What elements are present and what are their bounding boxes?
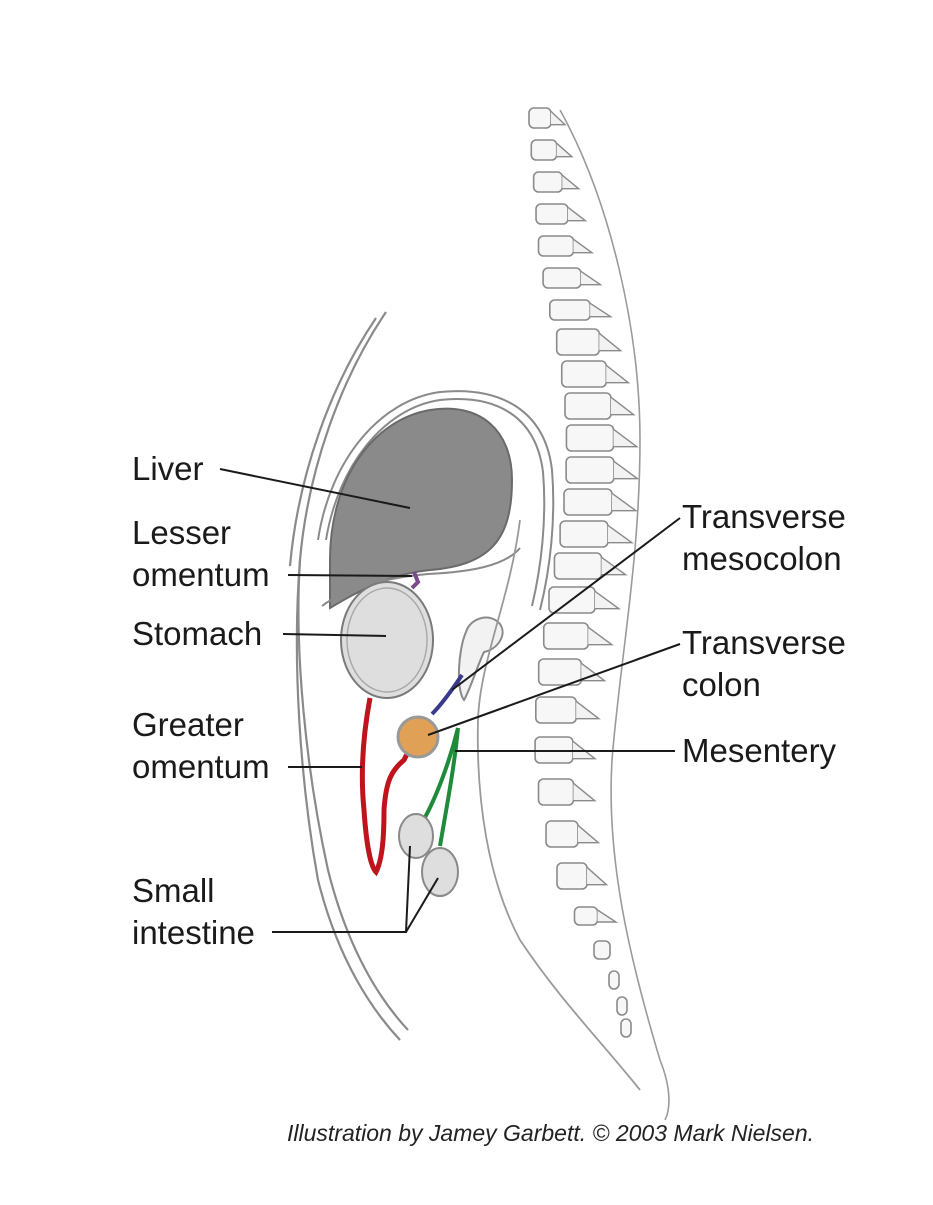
posterior-wall xyxy=(476,519,641,1091)
back-contour xyxy=(559,109,670,1121)
spinous-process xyxy=(605,364,631,384)
spinous-process xyxy=(573,782,597,802)
label-liver: Liver xyxy=(132,448,204,490)
leader-liver xyxy=(219,468,411,509)
label-transverse-mesocolon-line2: mesocolon xyxy=(682,540,842,577)
vertebra xyxy=(549,299,591,321)
spinous-process xyxy=(601,556,628,576)
spinous-process xyxy=(567,206,588,222)
spinous-process xyxy=(556,142,574,158)
leader-transverse-colon xyxy=(427,643,681,736)
abdominal-wall xyxy=(288,311,409,1041)
leader-lesser-omentum xyxy=(287,574,413,577)
vertebra xyxy=(573,906,599,926)
small-intestine-loop-1 xyxy=(398,813,434,859)
label-lesser-omentum-line1: Lesser xyxy=(132,514,232,551)
vertebra xyxy=(593,940,611,960)
spinous-process xyxy=(587,626,614,646)
vertebra xyxy=(556,862,588,890)
spinous-process xyxy=(580,662,607,682)
vertebra xyxy=(559,520,609,548)
label-greater-omentum-line2: omentum xyxy=(132,748,270,785)
label-small-intestine-line2: intestine xyxy=(132,914,255,951)
liver-shape xyxy=(329,407,514,610)
leader-lines xyxy=(219,468,681,933)
leader-small-intestine xyxy=(272,845,411,933)
vertebra xyxy=(545,820,579,848)
illustration-credit: Illustration by Jamey Garbett. © 2003 Ma… xyxy=(287,1120,815,1146)
transverse-mesocolon-shape xyxy=(430,673,464,716)
vertebra xyxy=(530,139,558,161)
label-transverse-mesocolon-line1: Transverse xyxy=(682,498,846,535)
label-small-intestine: Small intestine xyxy=(132,870,255,954)
vertebra xyxy=(565,424,615,452)
vertebra xyxy=(563,488,613,516)
vertebra xyxy=(608,970,620,990)
stomach-shape xyxy=(340,581,434,699)
diaphragm xyxy=(317,390,555,611)
vertebra xyxy=(565,456,615,484)
label-lesser-omentum: Lesser omentum xyxy=(132,512,270,596)
vertebra xyxy=(620,1018,632,1038)
spinous-process xyxy=(561,174,581,190)
spinous-process xyxy=(598,332,623,352)
label-liver-text: Liver xyxy=(132,450,204,487)
transverse-colon-shape xyxy=(396,715,440,759)
spinous-process xyxy=(611,492,639,512)
label-stomach: Stomach xyxy=(132,613,262,655)
vertebra xyxy=(528,107,552,129)
vertebra xyxy=(564,392,612,420)
label-stomach-text: Stomach xyxy=(132,615,263,652)
spinous-process xyxy=(575,700,601,720)
spinous-process xyxy=(573,238,595,254)
spinous-process xyxy=(613,460,640,480)
lesser-omentum-shape xyxy=(410,571,421,590)
vertebra xyxy=(532,171,564,193)
label-mesentery-text: Mesentery xyxy=(682,732,837,769)
spinous-process xyxy=(607,524,635,544)
spinous-process xyxy=(594,590,622,610)
spinous-process xyxy=(550,110,567,126)
label-transverse-colon-line2: colon xyxy=(682,666,761,703)
vertebra xyxy=(555,328,601,356)
label-mesentery: Mesentery xyxy=(682,730,836,772)
vertebra xyxy=(553,552,603,580)
label-greater-omentum-line1: Greater xyxy=(132,706,244,743)
leader-stomach xyxy=(282,633,387,637)
greater-omentum-shape xyxy=(359,697,413,877)
liver-lower-edge xyxy=(321,547,521,607)
label-transverse-colon: Transverse colon xyxy=(682,622,846,706)
vertebra xyxy=(537,235,575,257)
vertebra xyxy=(542,622,590,650)
label-small-intestine-line1: Small xyxy=(132,872,215,909)
spinous-process xyxy=(610,396,636,416)
vertebra xyxy=(542,267,582,289)
vertebra xyxy=(535,203,569,225)
spinous-process xyxy=(597,909,619,923)
vertebra xyxy=(560,360,608,388)
spinous-process xyxy=(613,428,639,448)
label-lesser-omentum-line2: omentum xyxy=(132,556,270,593)
spinous-process xyxy=(577,824,601,844)
spinous-process xyxy=(580,270,603,286)
label-greater-omentum: Greater omentum xyxy=(132,704,270,788)
vertebra xyxy=(537,778,575,806)
vertebra xyxy=(535,696,577,724)
label-transverse-colon-line1: Transverse xyxy=(682,624,846,661)
vertebral-column xyxy=(528,107,670,1121)
spinous-process xyxy=(589,302,613,318)
label-transverse-mesocolon: Transverse mesocolon xyxy=(682,496,846,580)
small-intestine-loop-2 xyxy=(421,847,459,897)
stomach-inner xyxy=(346,587,428,693)
spinous-process xyxy=(586,866,609,886)
leader-small-intestine-2 xyxy=(405,877,439,933)
leader-transverse-mesocolon xyxy=(451,517,681,691)
vertebra xyxy=(616,996,628,1016)
